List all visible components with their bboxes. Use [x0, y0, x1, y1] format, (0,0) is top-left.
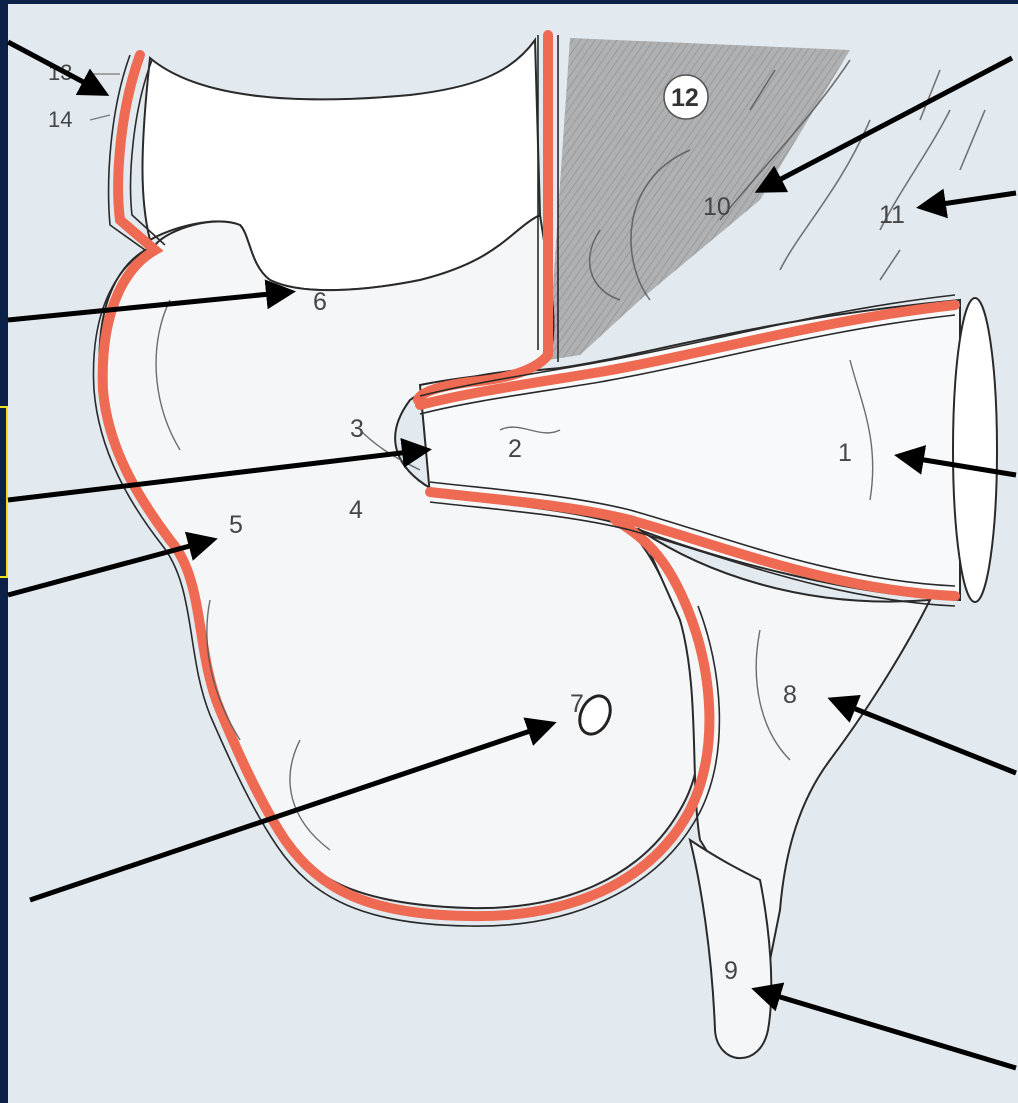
label-10: 10 [703, 193, 731, 221]
arrow-to-13 [8, 42, 104, 93]
label-1: 1 [838, 439, 852, 467]
label-6: 6 [313, 288, 327, 316]
label-14-tick [90, 115, 110, 120]
arrow-to-11 [922, 193, 1016, 207]
label-4: 4 [349, 496, 363, 524]
label-7: 7 [570, 690, 584, 718]
label-8: 8 [783, 681, 797, 709]
label-2: 2 [508, 435, 522, 463]
label-12: 12 [671, 84, 699, 112]
arrow-to-9 [757, 990, 1016, 1068]
label-9: 9 [724, 957, 738, 985]
label-14: 14 [48, 107, 72, 132]
label-11: 11 [879, 201, 905, 229]
arrow-to-8 [833, 700, 1016, 773]
label-3: 3 [350, 415, 364, 443]
label-5: 5 [229, 511, 243, 539]
tube-opening [953, 298, 997, 602]
